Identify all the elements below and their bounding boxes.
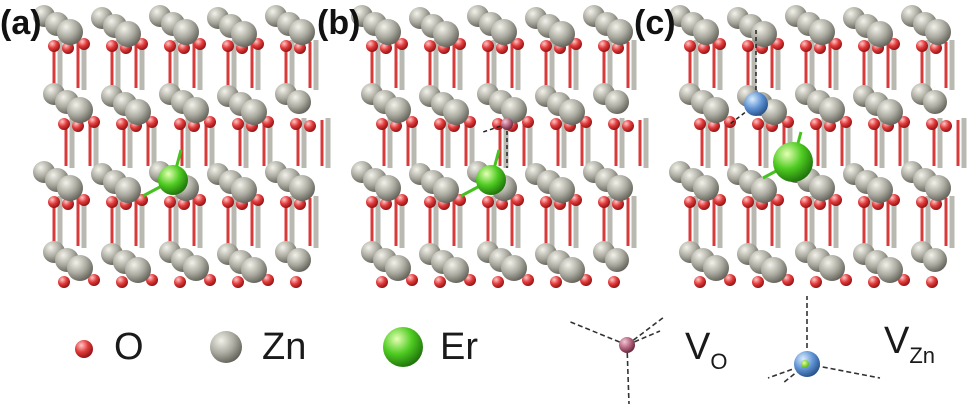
vo-subscript: O	[710, 349, 728, 374]
legend	[75, 296, 881, 405]
legend-zinc-vacancy	[767, 296, 881, 384]
legend-oxygen-vacancy	[567, 316, 665, 405]
legend-label-oxygen-vacancy: VO	[685, 326, 727, 375]
zinc-atoms	[33, 5, 315, 283]
legend-label-zinc-vacancy: VZn	[884, 320, 935, 369]
erbium-dopant	[773, 142, 813, 182]
legend-erbium-atom	[383, 327, 423, 367]
panel-c-structure	[669, 5, 967, 288]
panel-a-structure	[33, 5, 331, 288]
legend-label-zinc: Zn	[262, 326, 307, 368]
panel-b-structure	[351, 5, 649, 288]
defect-sites	[729, 30, 813, 182]
bond-network	[52, 40, 331, 248]
panel-label-a: (a)	[0, 4, 42, 42]
erbium-dopant	[476, 165, 506, 195]
legend-zinc-atom	[210, 331, 242, 363]
oxygen-atoms	[48, 38, 316, 288]
legend-oxygen-atom	[75, 340, 93, 358]
bond-network	[688, 40, 967, 248]
defect-sites	[460, 118, 513, 198]
vo-symbol: V	[685, 326, 711, 368]
vzn-subscript: Zn	[909, 343, 936, 368]
bond-network	[370, 40, 649, 248]
defect-sites	[142, 149, 188, 198]
legend-label-oxygen: O	[114, 326, 144, 368]
zinc-atoms	[351, 5, 633, 283]
oxygen-atoms	[684, 38, 952, 288]
vzn-symbol: V	[884, 320, 910, 362]
panel-label-b: (b)	[317, 4, 361, 42]
erbium-dopant	[158, 165, 188, 195]
oxygen-vacancy-site	[501, 118, 513, 130]
zinc-vacancy-site	[744, 92, 768, 116]
panel-label-c: (c)	[634, 4, 676, 42]
legend-label-erbium: Er	[440, 326, 478, 368]
